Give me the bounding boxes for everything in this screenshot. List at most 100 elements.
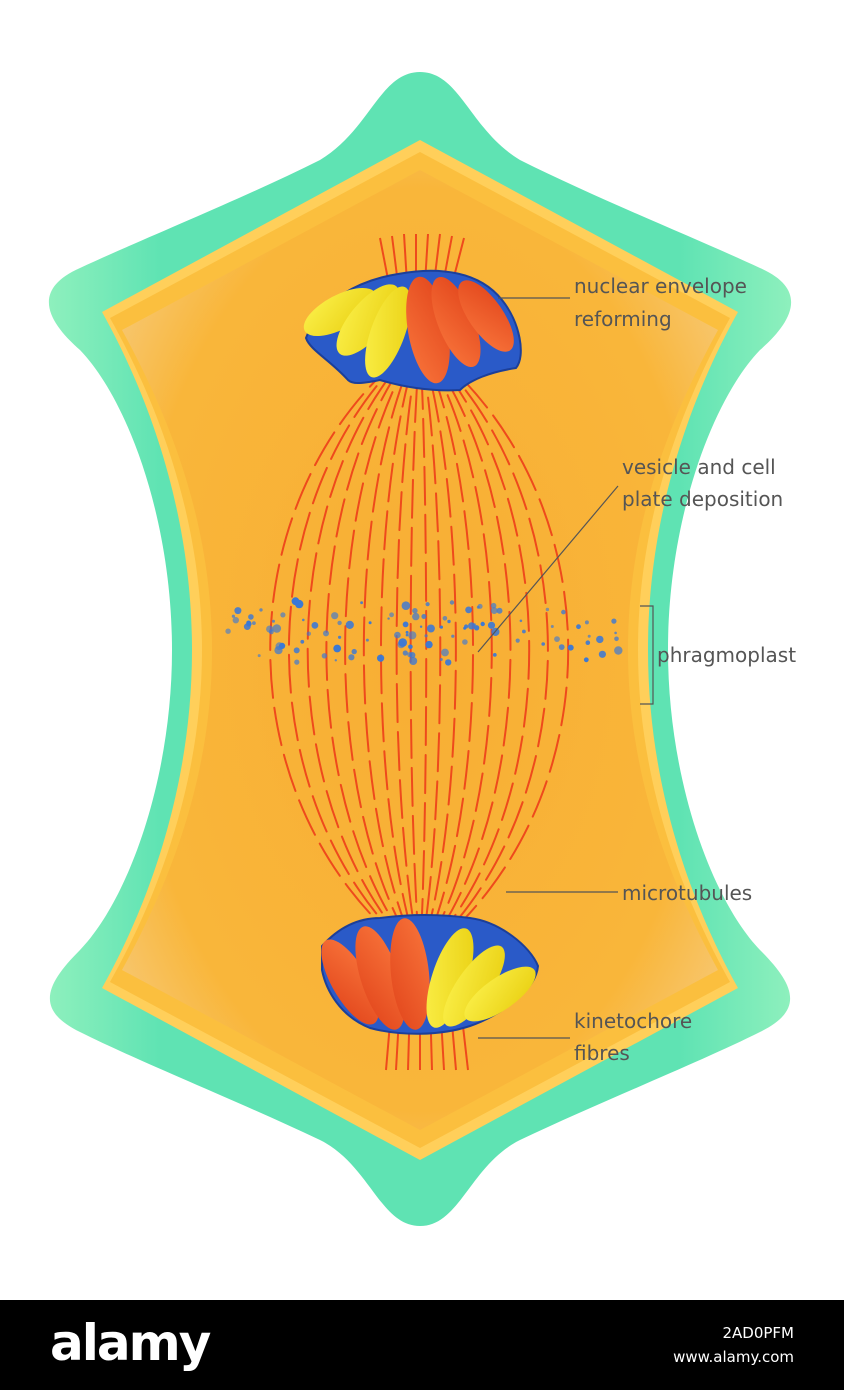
microtubule: [362, 359, 413, 941]
nucleus-bottom: [321, 914, 540, 1035]
vesicle: [259, 608, 263, 612]
chromosome-yellow: [303, 287, 377, 337]
cell-diagram: nuclear envelope reforming vesicle and c…: [48, 72, 796, 1226]
vesicle: [408, 644, 413, 650]
vesicle: [338, 635, 342, 639]
vesicle: [554, 636, 560, 642]
vesicle: [302, 618, 305, 622]
vesicle: [351, 648, 357, 655]
label-phragmoplast: phragmoplast: [657, 643, 796, 667]
label-vesicle-2: plate deposition: [622, 487, 783, 511]
vesicle: [402, 650, 408, 656]
vesicle: [365, 638, 369, 642]
vesicle: [248, 614, 254, 620]
vesicle: [293, 647, 300, 654]
vesicle: [421, 614, 427, 619]
vesicle: [408, 631, 417, 640]
vesicle: [333, 644, 342, 653]
label-vesicle: vesicle and cell: [622, 455, 776, 479]
label-nuclear-envelope: nuclear envelope: [574, 274, 747, 298]
nucleus-top: [303, 269, 522, 392]
vesicle: [496, 607, 503, 614]
vesicle: [561, 609, 566, 615]
vesicle: [389, 612, 394, 618]
microtubule: [344, 359, 410, 941]
vesicle: [451, 634, 455, 638]
vesicle: [541, 642, 545, 646]
vesicle: [492, 653, 497, 657]
microtubule: [325, 359, 407, 941]
vesicle: [473, 625, 480, 631]
vesicle: [490, 602, 497, 609]
vesicle: [348, 654, 355, 661]
vesicle: [331, 612, 339, 620]
cell-diagram-svg: nuclear envelope reforming vesicle and c…: [48, 72, 796, 1226]
vesicle: [567, 644, 574, 651]
vesicle: [257, 654, 261, 658]
microtubule: [409, 359, 420, 941]
microtubule: [419, 359, 428, 941]
vesicle: [231, 614, 235, 618]
vesicle: [465, 606, 472, 614]
vesicle: [545, 607, 550, 612]
vesicle: [519, 619, 523, 623]
vesicle: [585, 640, 591, 645]
vesicle: [368, 621, 372, 625]
watermark-footer: alamy 2AD0PFM www.alamy.com: [0, 1300, 844, 1390]
vesicle: [306, 631, 311, 636]
vesicle: [614, 631, 617, 635]
label-microtubules: microtubules: [622, 881, 752, 905]
vesicle: [596, 635, 604, 644]
vesicle: [487, 621, 496, 629]
vesicle: [321, 653, 328, 659]
vesicle: [300, 639, 305, 644]
vesicle: [445, 659, 452, 666]
vesicle: [311, 622, 319, 629]
label-nuclear-envelope-2: reforming: [574, 307, 672, 331]
vesicle: [323, 630, 329, 637]
vesicle: [279, 642, 286, 650]
microtubule: [380, 359, 415, 941]
vesicle: [407, 652, 413, 658]
vesicle: [337, 620, 342, 626]
vesicle: [232, 617, 239, 624]
vesicle: [611, 618, 617, 624]
vesicle: [584, 620, 589, 625]
vesicle: [598, 650, 607, 658]
vesicle: [234, 607, 242, 615]
chromosome-yellow: [443, 945, 505, 1027]
microtubule: [395, 359, 418, 941]
chromosome-yellow: [365, 286, 411, 378]
vesicle: [550, 625, 554, 628]
cytoplasm: [122, 170, 718, 1130]
vesicle: [447, 619, 451, 624]
microtubule-spindle: [269, 359, 570, 941]
chromosome-yellow: [336, 284, 400, 356]
vesicle: [405, 630, 409, 634]
vesicle: [412, 608, 418, 614]
vesicle: [576, 624, 581, 630]
chromosome-yellow: [464, 966, 536, 1022]
cell-plate-vesicles: [225, 597, 623, 666]
vesicle: [462, 639, 468, 645]
vesicle: [426, 624, 435, 633]
vesicle: [412, 612, 420, 621]
vesicle: [397, 640, 405, 649]
vesicle: [266, 625, 274, 633]
vesicle: [360, 601, 363, 605]
microtubule: [422, 359, 442, 941]
label-kinetochore: kinetochore: [574, 1009, 692, 1033]
vesicle: [463, 626, 467, 630]
vesicle: [587, 634, 591, 638]
vesicle: [405, 633, 409, 637]
vesicle: [402, 621, 409, 628]
microtubule: [269, 359, 398, 941]
vesicle: [387, 617, 390, 620]
vesicle: [345, 620, 354, 630]
microtubule: [441, 359, 570, 941]
vesicle: [522, 629, 526, 634]
vesicle: [442, 616, 448, 621]
chromosome-red: [390, 918, 430, 1030]
vesicle: [401, 601, 411, 610]
vesicle: [614, 636, 619, 642]
